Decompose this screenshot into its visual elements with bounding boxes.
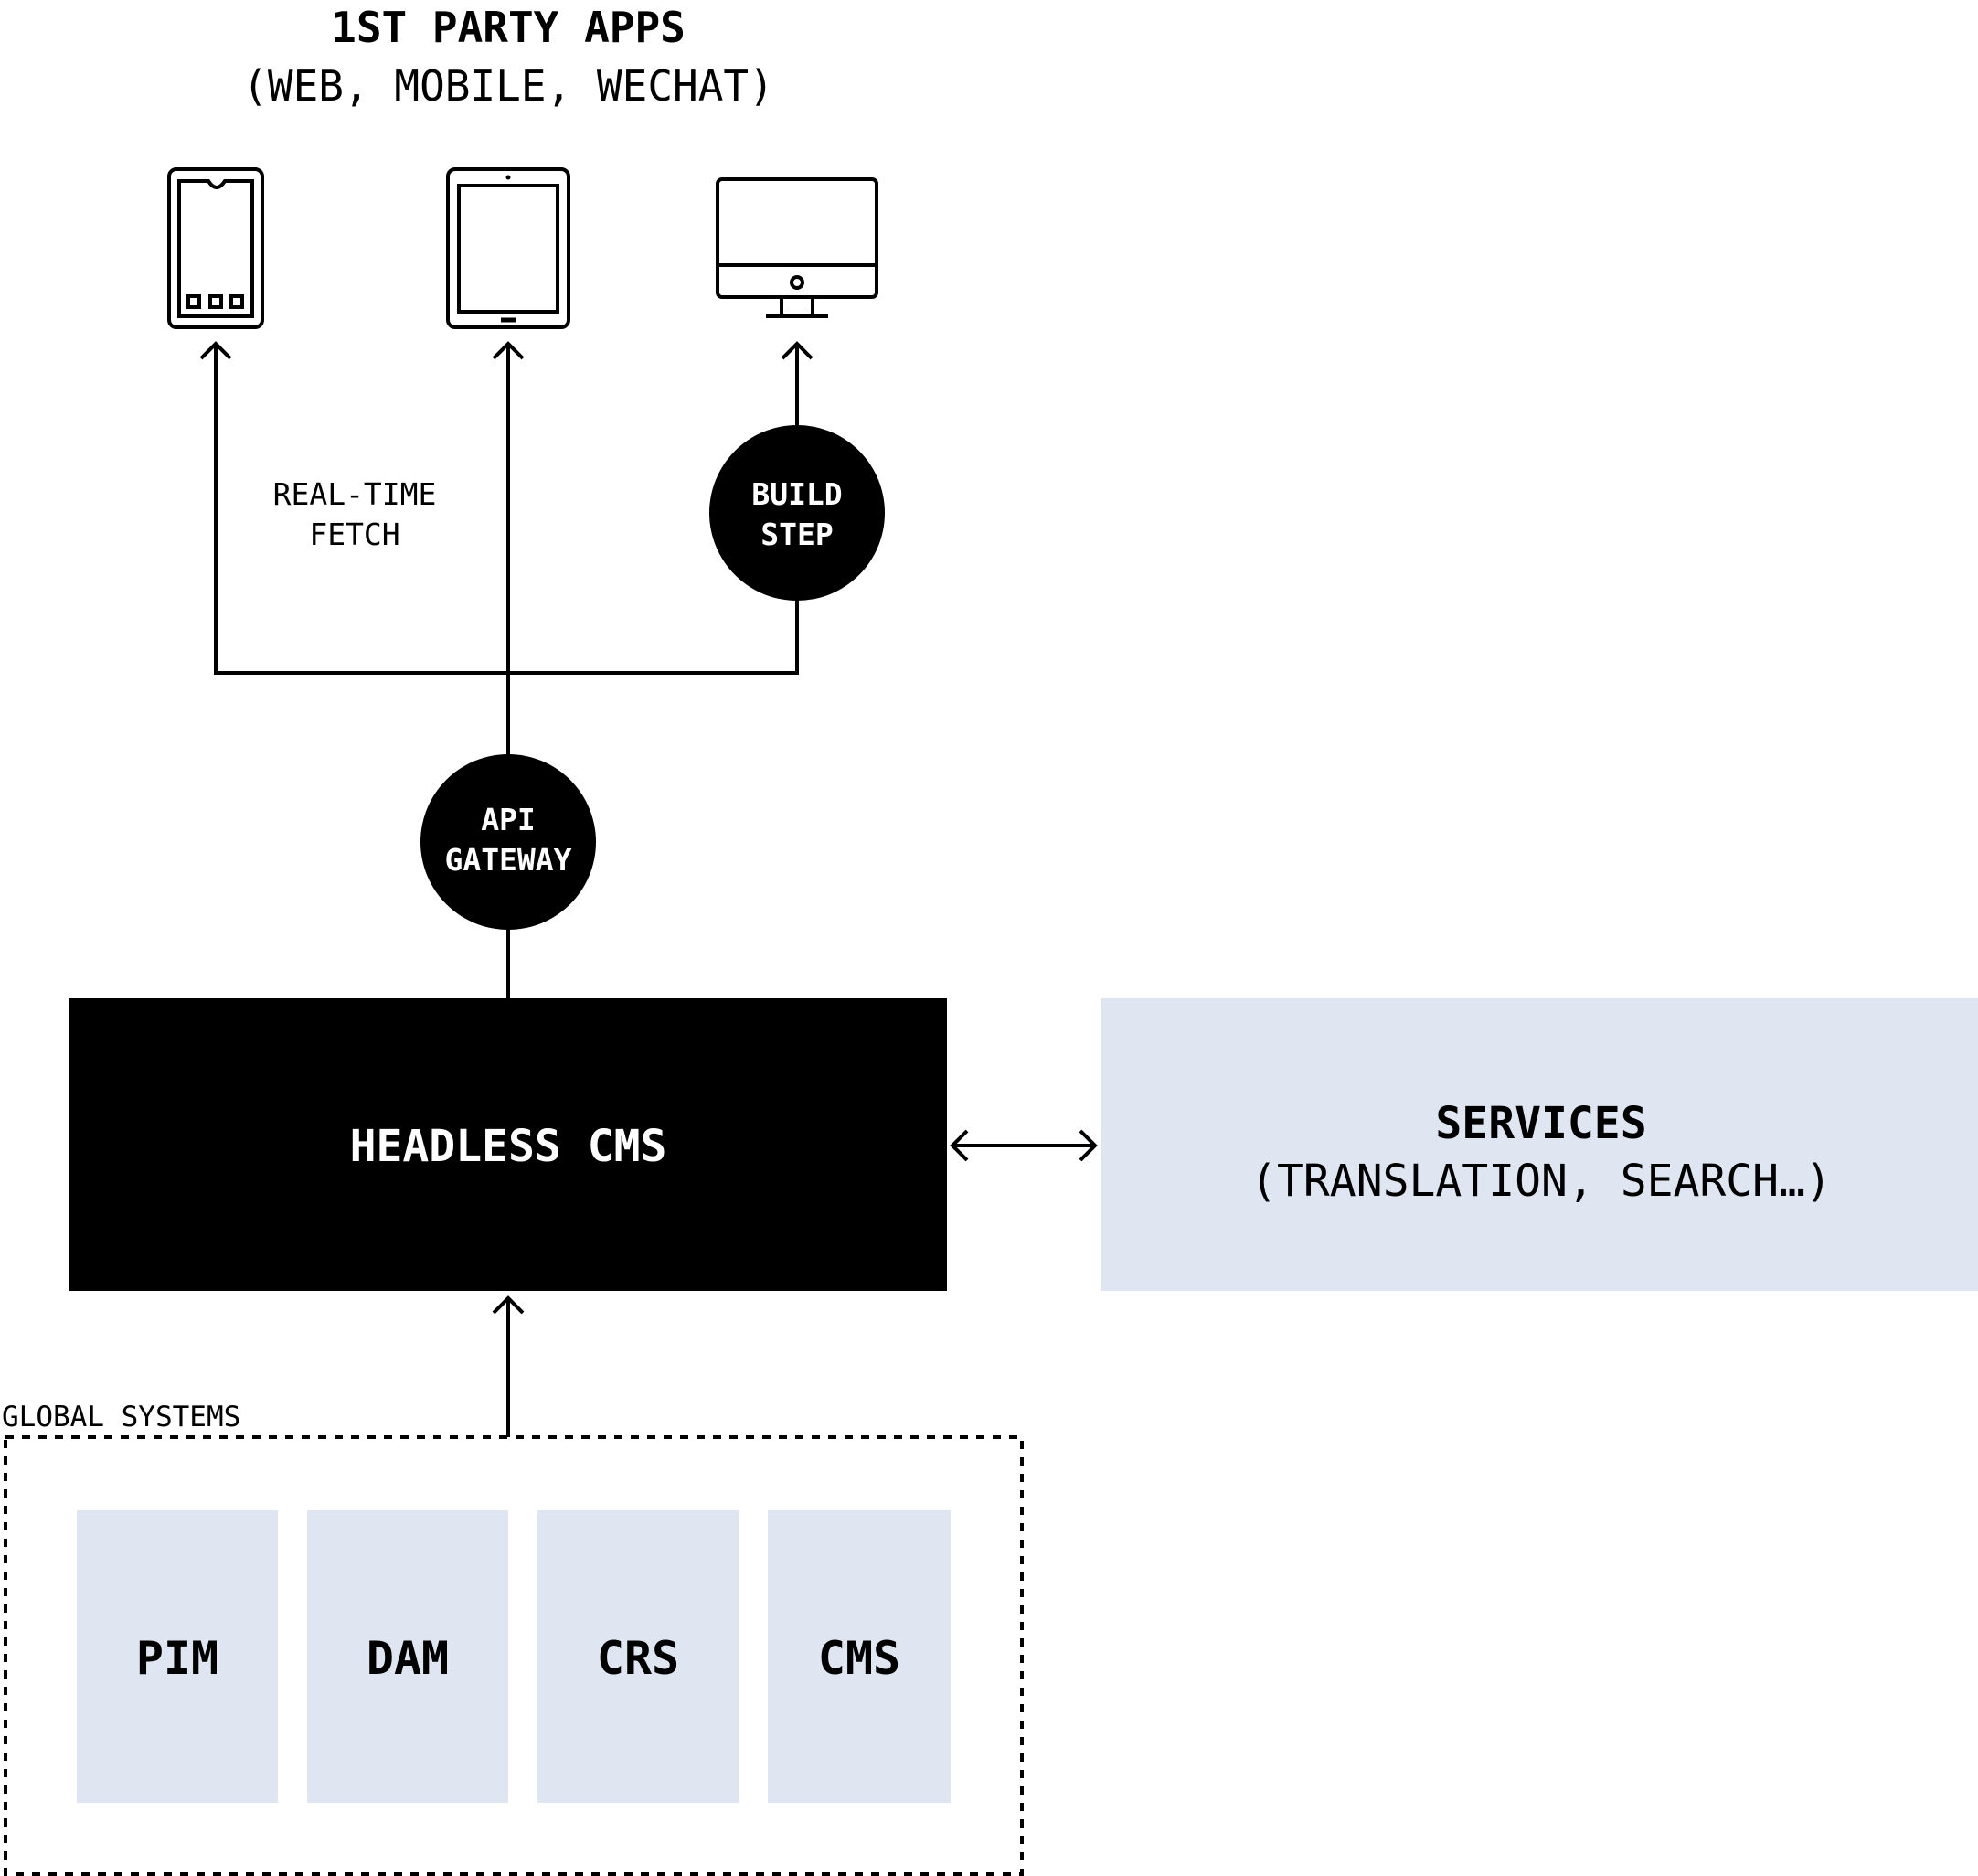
- system-label: DAM: [367, 1632, 449, 1685]
- system-box-dam: DAM: [307, 1510, 508, 1803]
- api-gateway-label-line2: GATEWAY: [444, 842, 571, 878]
- realtime-fetch-label-line2: FETCH: [309, 517, 399, 552]
- system-label: CMS: [818, 1632, 900, 1685]
- api-gateway-label-line1: API: [481, 802, 536, 837]
- api-gateway-node: API GATEWAY: [420, 754, 596, 930]
- connector-lines: [199, 341, 1098, 1437]
- realtime-fetch-label-line1: REAL-TIME: [273, 476, 437, 512]
- build-step-label-line2: STEP: [760, 517, 833, 552]
- build-step-label-line1: BUILD: [751, 476, 842, 512]
- system-label: PIM: [136, 1632, 218, 1685]
- headless-cms-label: HEADLESS CMS: [350, 1121, 667, 1172]
- system-box-cms: CMS: [768, 1510, 951, 1803]
- headless-cms-box: HEADLESS CMS: [69, 998, 947, 1291]
- system-box-pim: PIM: [77, 1510, 278, 1803]
- build-step-node: BUILD STEP: [709, 425, 885, 601]
- desktop-monitor-icon: [716, 177, 878, 318]
- tablet-icon: [446, 167, 570, 329]
- diagram-title: 1ST PARTY APPS: [331, 3, 686, 52]
- services-sublabel: (TRANSLATION, SEARCH…): [1250, 1156, 1832, 1207]
- services-box: SERVICES (TRANSLATION, SEARCH…): [1101, 998, 1978, 1291]
- system-label: CRS: [597, 1632, 679, 1685]
- diagram-subtitle: (WEB, MOBILE, WECHAT): [242, 61, 774, 111]
- services-label: SERVICES: [1435, 1098, 1646, 1149]
- smartphone-icon: [167, 167, 264, 329]
- global-systems-label: GLOBAL SYSTEMS: [2, 1401, 240, 1434]
- system-box-crs: CRS: [537, 1510, 739, 1803]
- global-systems-container: [4, 1435, 1024, 1876]
